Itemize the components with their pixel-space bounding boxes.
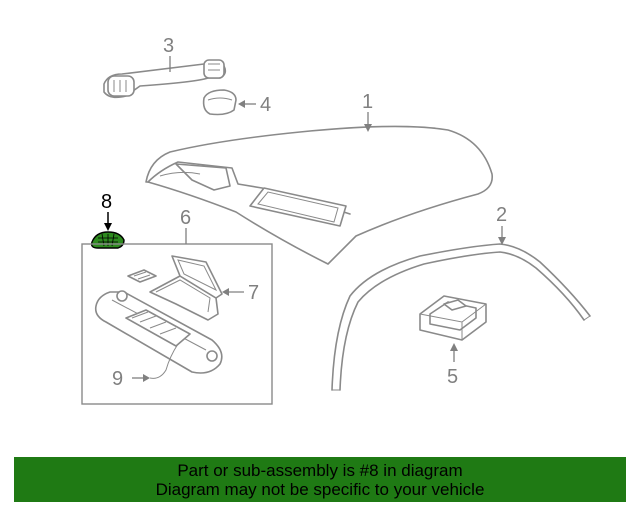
- headliner-part[interactable]: [145, 125, 494, 265]
- callout-9[interactable]: 9: [112, 368, 123, 390]
- visor-mirror-part[interactable]: [149, 255, 223, 321]
- callout-8[interactable]: 8: [101, 191, 112, 213]
- callout-2[interactable]: 2: [496, 204, 507, 226]
- visor-wire: [149, 343, 179, 379]
- callout-3[interactable]: 3: [163, 35, 174, 57]
- callout-7[interactable]: 7: [248, 282, 259, 304]
- info-banner: Part or sub-assembly is #8 in diagram Di…: [14, 457, 626, 502]
- parts-diagram: 3 4 1 8 6 7: [81, 35, 591, 405]
- callout-5[interactable]: 5: [447, 366, 458, 388]
- sunvisor-part[interactable]: [94, 290, 223, 374]
- grab-handle-part[interactable]: [103, 59, 227, 99]
- roof-molding-part[interactable]: [331, 243, 591, 391]
- highlighted-part-8[interactable]: [90, 231, 125, 249]
- callout-6[interactable]: 6: [180, 207, 191, 229]
- callout-1[interactable]: 1: [362, 91, 373, 113]
- banner-line-2: Diagram may not be specific to your vehi…: [155, 479, 485, 499]
- cap-part[interactable]: [202, 89, 237, 116]
- sub-assembly-6-box: [81, 243, 273, 405]
- visor-clip-part[interactable]: [127, 269, 157, 283]
- dome-lamp-part[interactable]: [419, 295, 487, 341]
- callout-4[interactable]: 4: [260, 94, 271, 116]
- banner-line-1: Part or sub-assembly is #8 in diagram: [177, 460, 463, 480]
